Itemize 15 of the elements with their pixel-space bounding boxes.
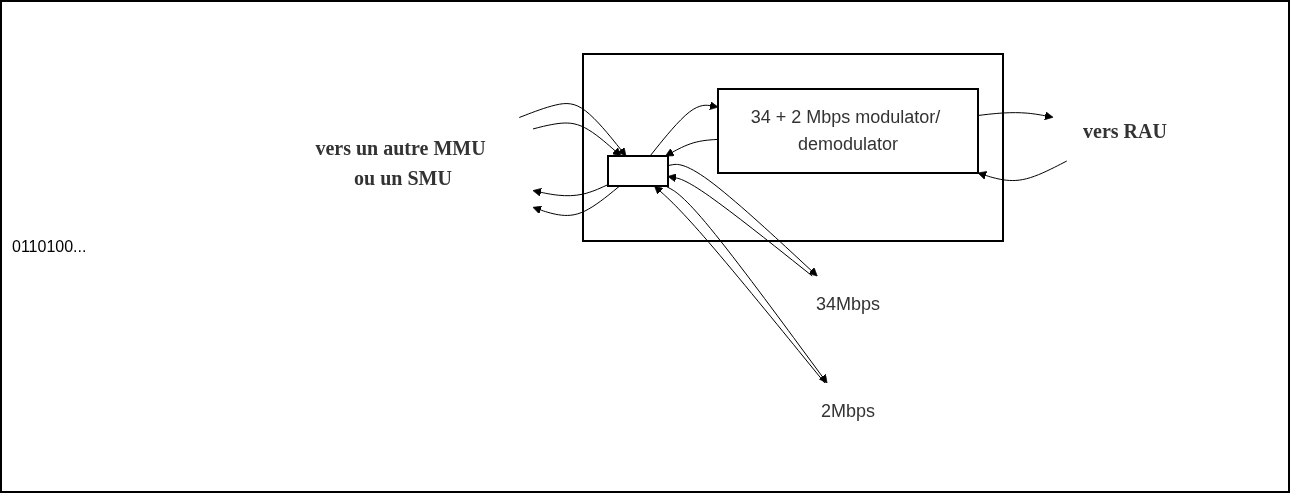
node-box <box>607 154 670 187</box>
arrow <box>977 160 1068 181</box>
node-text: vers RAU <box>1083 119 1167 142</box>
node-box: 34 + 2 Mbps modulator/ demodulator <box>717 87 980 174</box>
signal-label: 0110100... <box>12 237 88 256</box>
node-text: vers un autre MMU ou un SMU <box>315 136 486 188</box>
node-text: 2Mbps <box>821 400 876 421</box>
cluster <box>582 52 1005 242</box>
node-text: 34Mbps <box>816 293 881 314</box>
arrow <box>532 185 621 216</box>
arrow <box>649 100 719 156</box>
arrow <box>532 122 622 156</box>
arrow <box>665 138 719 156</box>
arrow <box>532 183 609 197</box>
arrow <box>518 102 627 156</box>
